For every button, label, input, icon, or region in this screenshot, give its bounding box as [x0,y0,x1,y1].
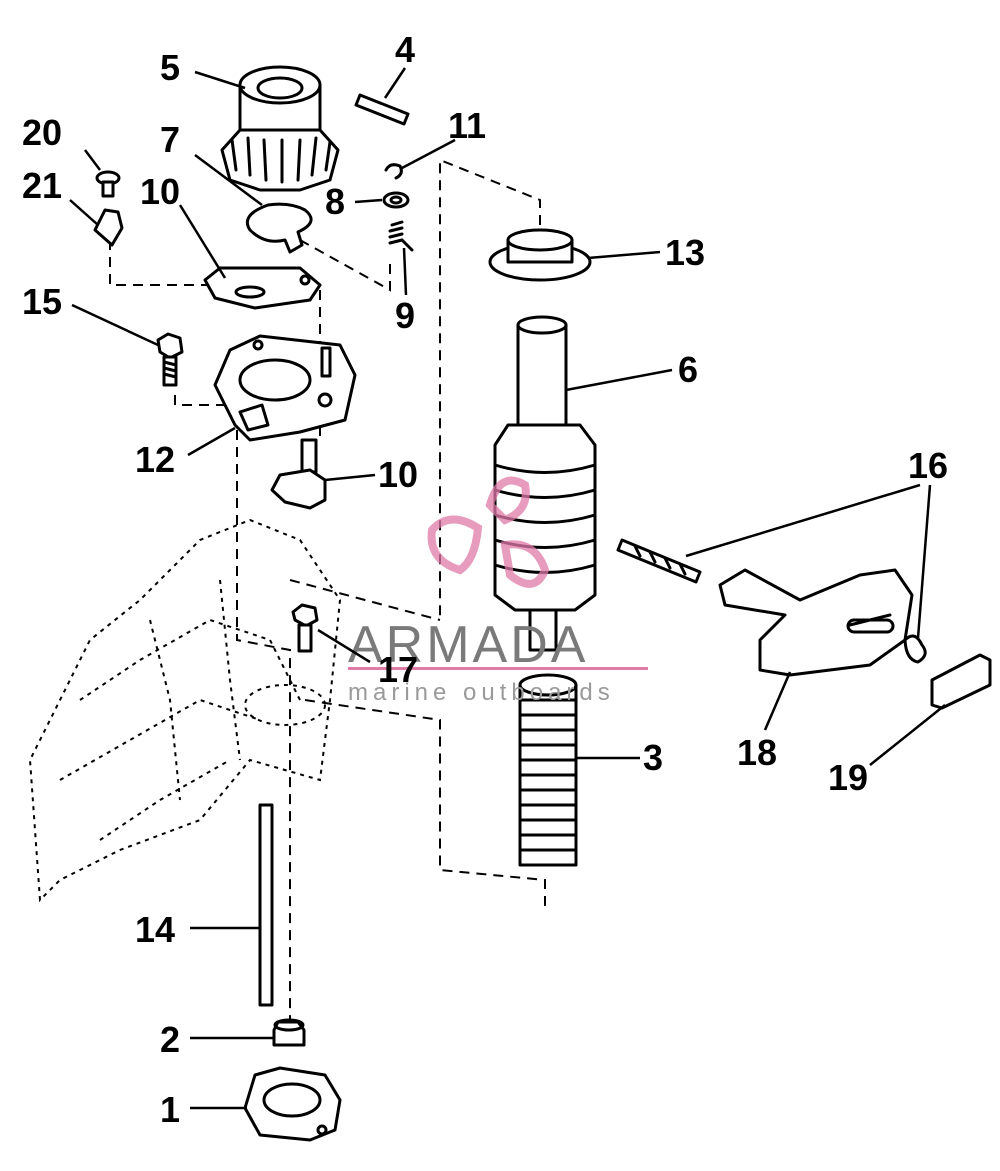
part-13-bushing [488,228,592,282]
part-16-rope [616,538,927,664]
callout-15: 15 [22,281,62,322]
part-5-drive-gear [220,65,340,192]
part-11-e-clip [384,163,403,180]
part-12-mounting-plate [213,334,357,442]
part-10-upper-pawl-plate [203,266,322,310]
callout-6: 6 [678,349,698,390]
housing-ghost-outline [28,518,342,903]
part-8-washer [382,191,410,209]
callout-5: 5 [160,47,180,88]
callout-13: 13 [665,232,705,273]
callout-12: 12 [135,439,175,480]
callout-10-lower: 10 [378,454,418,495]
callout-19: 19 [828,757,868,798]
callout-9: 9 [395,295,415,336]
part-17-bolt [291,603,319,653]
callout-18: 18 [737,732,777,773]
watermark-tagline: marine outboards [348,679,615,706]
assembly-lines [109,158,546,1020]
callout-labels: 5 4 20 7 11 21 10 8 13 15 9 6 12 10 16 1… [22,29,948,1130]
callout-2: 2 [160,1019,180,1060]
callout-8: 8 [325,181,345,222]
callout-1: 1 [160,1089,180,1130]
part-1-base-flange [243,1066,342,1142]
part-20-screw [95,170,121,198]
part-18-starter-handle [718,568,914,677]
callout-3: 3 [643,737,663,778]
callout-16: 16 [908,445,948,486]
watermark-brand: ARMADA [348,616,588,674]
callout-14: 14 [135,909,175,950]
part-4-pin [354,93,410,126]
part-7-spring-clip [245,202,313,254]
leader-lines [69,67,946,1110]
part-9-spring [388,220,414,252]
callout-20: 20 [22,112,62,153]
callout-7: 7 [160,119,180,160]
callout-4: 4 [395,29,415,70]
part-6-pulley-shaft [493,315,597,652]
callout-10-upper: 10 [140,171,180,212]
callout-17: 17 [378,649,418,690]
part-19-handle-insert [930,653,992,710]
part-2-small-bushing [272,1018,306,1047]
part-10-lower-pawl [270,438,327,510]
part-15-bolt [156,332,184,387]
part-14-rod [258,803,274,1007]
propeller-logo-icon [427,476,550,588]
armada-watermark: ARMADA marine outboards [348,476,648,706]
callout-21: 21 [22,165,62,206]
part-21-clip [93,208,124,247]
part-3-rewind-spring [518,673,578,867]
callout-11: 11 [448,105,486,146]
